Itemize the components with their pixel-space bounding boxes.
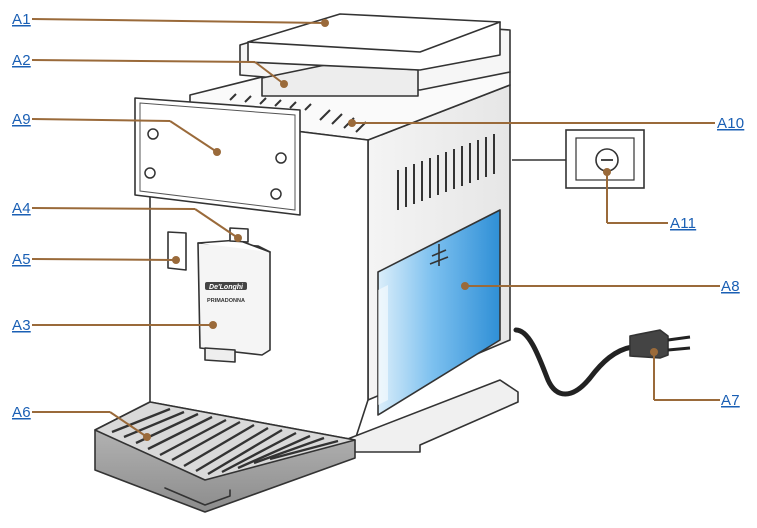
callout-label-a2: A2 — [12, 52, 31, 69]
power-switch-box — [512, 129, 645, 189]
power-plug-icon — [629, 329, 691, 359]
power-cable — [513, 327, 635, 397]
bean-hopper-opening — [261, 63, 419, 97]
callout-label-a6: A6 — [12, 404, 31, 421]
callout-label-a8: A8 — [721, 278, 740, 295]
drip-tray-handle — [164, 487, 231, 506]
coffee-spout: De'Longhi PRIMADONNA — [197, 227, 271, 363]
spout-nozzle — [204, 347, 236, 363]
drip-tray[interactable] — [94, 401, 356, 513]
drip-tray-grille — [111, 407, 339, 476]
callout-label-a10: A10 — [717, 115, 744, 132]
water-tank-highlight — [378, 285, 388, 405]
panel-button-bottom-left-icon[interactable] — [144, 167, 156, 179]
panel-button-bottom-right-icon[interactable] — [270, 188, 282, 200]
brand-plate — [205, 282, 247, 290]
panel-button-top-left-icon[interactable] — [147, 128, 159, 140]
callout-leaders — [31, 18, 720, 441]
brand-logo: De'Longhi — [209, 284, 244, 291]
side-panel-a5 — [167, 231, 187, 271]
side-vents — [397, 134, 495, 210]
panel-button-top-right-icon[interactable] — [275, 152, 287, 164]
callout-labels: A1 A2 A9 A10 A11 A4 A5 A8 A3 A6 A7 — [12, 11, 744, 421]
control-panel — [134, 97, 301, 216]
callout-label-a7: A7 — [721, 392, 740, 409]
callout-label-a4: A4 — [12, 200, 31, 217]
callout-label-a11: A11 — [670, 215, 696, 232]
callout-label-a3: A3 — [12, 317, 31, 334]
base-plinth — [344, 379, 519, 453]
model-name: PRIMADONNA — [207, 298, 245, 304]
callout-label-a5: A5 — [12, 251, 31, 268]
callout-label-a1: A1 — [12, 11, 31, 28]
tank-fill-symbol-icon — [429, 244, 449, 266]
callout-label-a9: A9 — [12, 111, 31, 128]
